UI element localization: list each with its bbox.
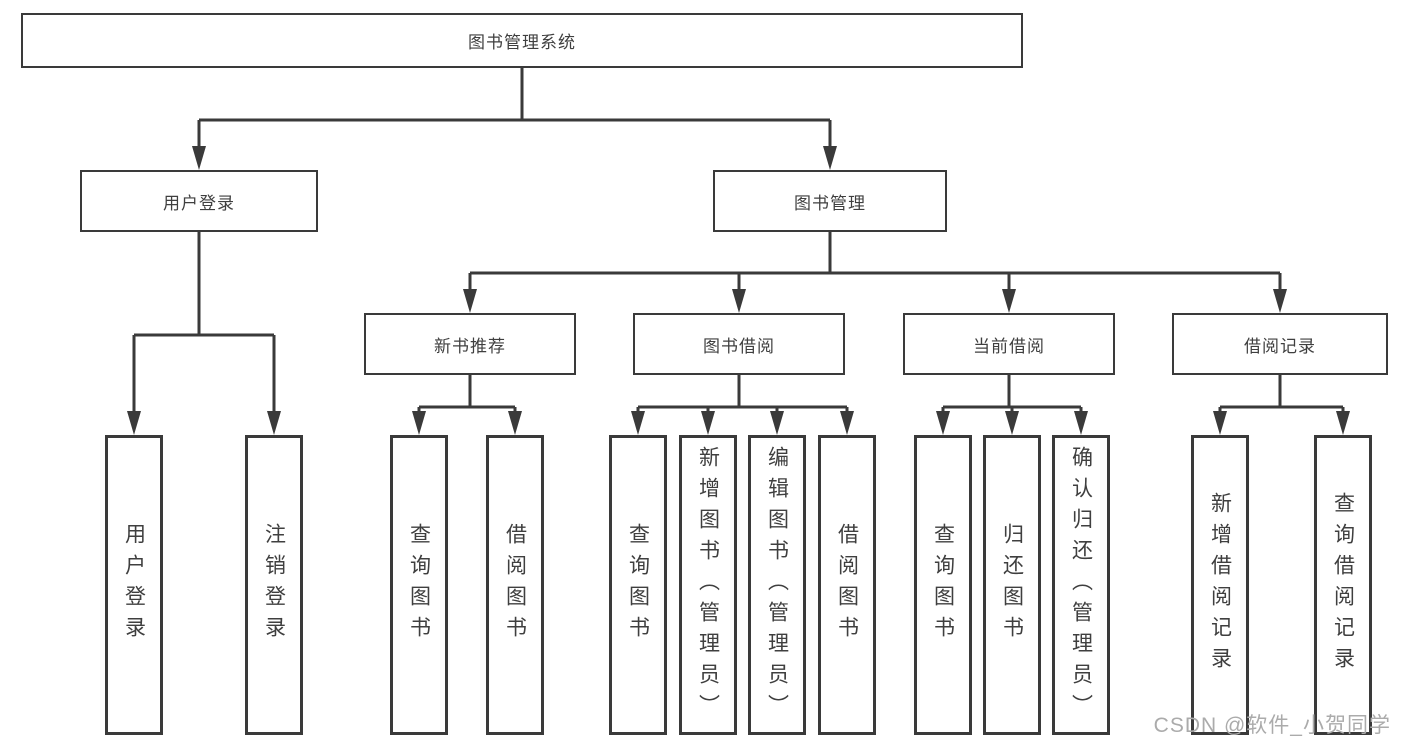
arrow-down-icon xyxy=(1336,411,1350,435)
leaf-user-login: 用户登录 xyxy=(105,435,163,735)
arrow-down-icon xyxy=(192,146,206,170)
leaf-borrow-books: 借阅图书 xyxy=(818,435,876,735)
arrow-down-icon xyxy=(1273,289,1287,313)
leaf-logout: 注销登录 xyxy=(245,435,303,735)
leaf-add-book-admin: 新增图书（管理员） xyxy=(679,435,737,735)
node-root: 图书管理系统 xyxy=(21,13,1023,68)
csdn-watermark: CSDN @软件_小贺同学 xyxy=(1153,714,1391,737)
leaf-query-borrow-record: 查询借阅记录 xyxy=(1314,435,1372,735)
leaf-query-books-recommend: 查询图书 xyxy=(390,435,448,735)
arrow-down-icon xyxy=(770,411,784,435)
leaf-add-borrow-record: 新增借阅记录 xyxy=(1191,435,1249,735)
arrow-down-icon xyxy=(823,146,837,170)
arrow-down-icon xyxy=(127,411,141,435)
arrow-down-icon xyxy=(463,289,477,313)
node-book-management: 图书管理 xyxy=(713,170,947,232)
leaf-query-books-current: 查询图书 xyxy=(914,435,972,735)
leaf-return-book: 归还图书 xyxy=(983,435,1041,735)
node-borrowing-records: 借阅记录 xyxy=(1172,313,1388,375)
node-new-book-recommendation: 新书推荐 xyxy=(364,313,576,375)
leaf-confirm-return-admin: 确认归还（管理员） xyxy=(1052,435,1110,735)
arrow-down-icon xyxy=(1074,411,1088,435)
node-current-borrowing: 当前借阅 xyxy=(903,313,1115,375)
arrow-down-icon xyxy=(840,411,854,435)
leaf-query-books-borrow: 查询图书 xyxy=(609,435,667,735)
arrow-down-icon xyxy=(412,411,426,435)
arrow-down-icon xyxy=(701,411,715,435)
arrow-down-icon xyxy=(732,289,746,313)
arrow-down-icon xyxy=(508,411,522,435)
arrow-down-icon xyxy=(631,411,645,435)
leaf-borrow-books-recommend: 借阅图书 xyxy=(486,435,544,735)
arrow-down-icon xyxy=(267,411,281,435)
node-user-login: 用户登录 xyxy=(80,170,318,232)
arrow-down-icon xyxy=(1213,411,1227,435)
arrow-down-icon xyxy=(1005,411,1019,435)
arrow-down-icon xyxy=(936,411,950,435)
node-book-borrowing: 图书借阅 xyxy=(633,313,845,375)
leaf-edit-book-admin: 编辑图书（管理员） xyxy=(748,435,806,735)
arrow-down-icon xyxy=(1002,289,1016,313)
